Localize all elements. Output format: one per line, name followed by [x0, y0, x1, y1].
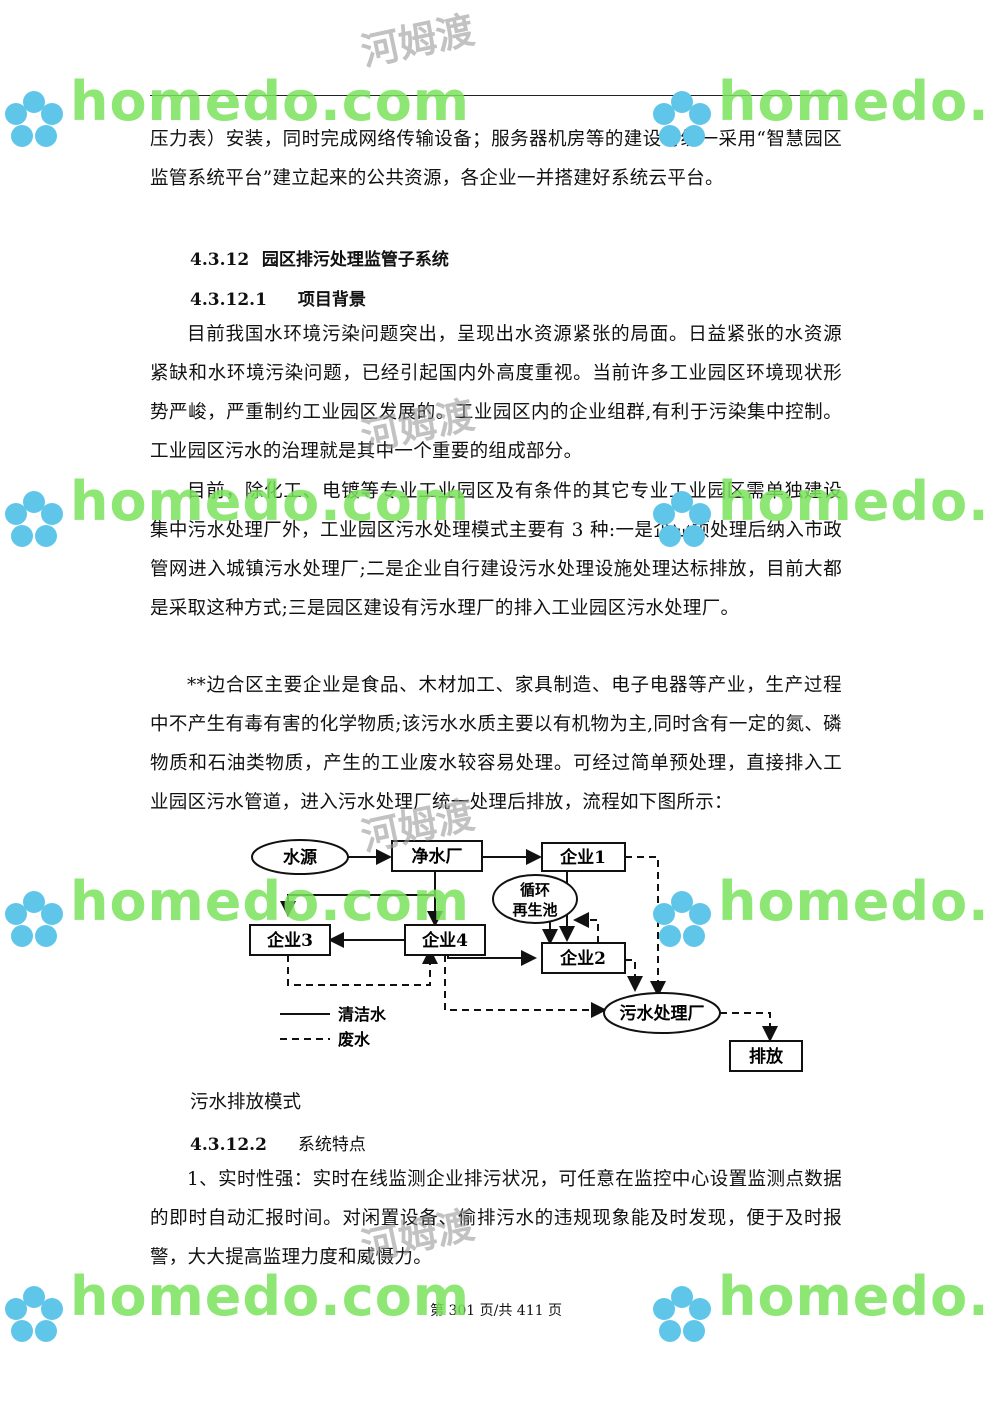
section-title: 园区排污处理监管子系统: [261, 250, 449, 270]
node-enterprise-1-label: 企业1: [559, 847, 606, 868]
flow-e4-waste-to-plant: [444, 955, 607, 1018]
paragraph-feature-realtime: 1、实时性强：实时在线监测企业排污状况，可任意在监控中心设置监测点数据的即时自动…: [150, 1169, 842, 1268]
node-water-source: [251, 839, 349, 875]
node-enterprise-1: [541, 842, 626, 872]
watermark-cn: 河姆渡: [357, 7, 479, 75]
flower-icon: [5, 491, 63, 547]
node-purification-plant: [391, 840, 483, 872]
node-enterprise-2-label: 企业2: [559, 948, 606, 969]
flow-e3-waste-to-e4: [287, 948, 438, 986]
node-discharge: [729, 1040, 803, 1072]
flow-plant-to-e3: [280, 871, 436, 917]
node-water-source-label: 水源: [283, 847, 317, 868]
section-number: 4.3.12: [190, 250, 250, 270]
sewage-flow-diagram: 水源 净水厂 企业1 循环 再生池 企业3 企业4 企业2 污水处理厂 排放 清…: [249, 839, 803, 1072]
node-recycle-pool-label-2: 再生池: [512, 901, 557, 919]
paragraph-treatment-modes: 目前，除化工、电镀等专业工业园区及有条件的其它专业工业园区需单独建设集中污水处理…: [150, 481, 842, 619]
node-enterprise-2: [541, 942, 626, 974]
flower-icon: [5, 91, 63, 147]
flower-icon: [5, 891, 63, 947]
node-enterprise-3-label: 企业3: [266, 930, 313, 951]
node-enterprise-4: [404, 924, 486, 956]
subsection-number: 4.3.12.1: [190, 290, 267, 310]
node-recycle-pool-label-1: 循环: [520, 881, 550, 899]
flow-plant-to-discharge: [720, 1012, 778, 1042]
page-footer: 第 301 页/共 411 页: [430, 1303, 562, 1319]
subsection-title: 系统特点: [297, 1135, 366, 1155]
node-recycle-pool: [492, 874, 578, 924]
flow-e1-waste: [625, 856, 666, 997]
flow-e2-to-recycle: [573, 912, 599, 943]
node-sewage-plant-label: 污水处理厂: [620, 1003, 705, 1024]
section-heading-4-3-12: 4.3.12 园区排污处理监管子系统: [190, 245, 449, 270]
node-purification-plant-label: 净水厂: [412, 846, 463, 867]
figure-caption: 污水排放模式: [190, 1092, 302, 1113]
header-rule: [150, 95, 842, 96]
node-sewage-plant: [603, 992, 721, 1034]
subsection-number: 4.3.12.2: [190, 1135, 267, 1155]
node-enterprise-3: [249, 924, 331, 956]
node-discharge-label: 排放: [749, 1046, 784, 1067]
subsection-heading-4-3-12-1: 4.3.12.1 项目背景: [190, 285, 366, 310]
legend-clean-label: 清洁水: [338, 1005, 387, 1024]
subsection-title: 项目背景: [297, 290, 366, 310]
paragraph-background: 目前我国水环境污染问题突出，呈现出水资源紧张的局面。日益紧张的水资源紧缺和水环境…: [150, 324, 842, 462]
subsection-heading-4-3-12-2: 4.3.12.2 系统特点: [190, 1130, 366, 1155]
paragraph-intro: 压力表）安装，同时完成网络传输设备；服务器机房等的建设可统一采用“智慧园区监管系…: [150, 129, 842, 189]
legend-waste-label: 废水: [338, 1030, 371, 1049]
flow-e2-waste: [625, 959, 643, 992]
paragraph-zone-enterprises: **边合区主要企业是食品、木材加工、家具制造、电子电器等产业，生产过程中不产生有…: [150, 675, 842, 813]
node-enterprise-4-label: 企业4: [421, 930, 468, 951]
